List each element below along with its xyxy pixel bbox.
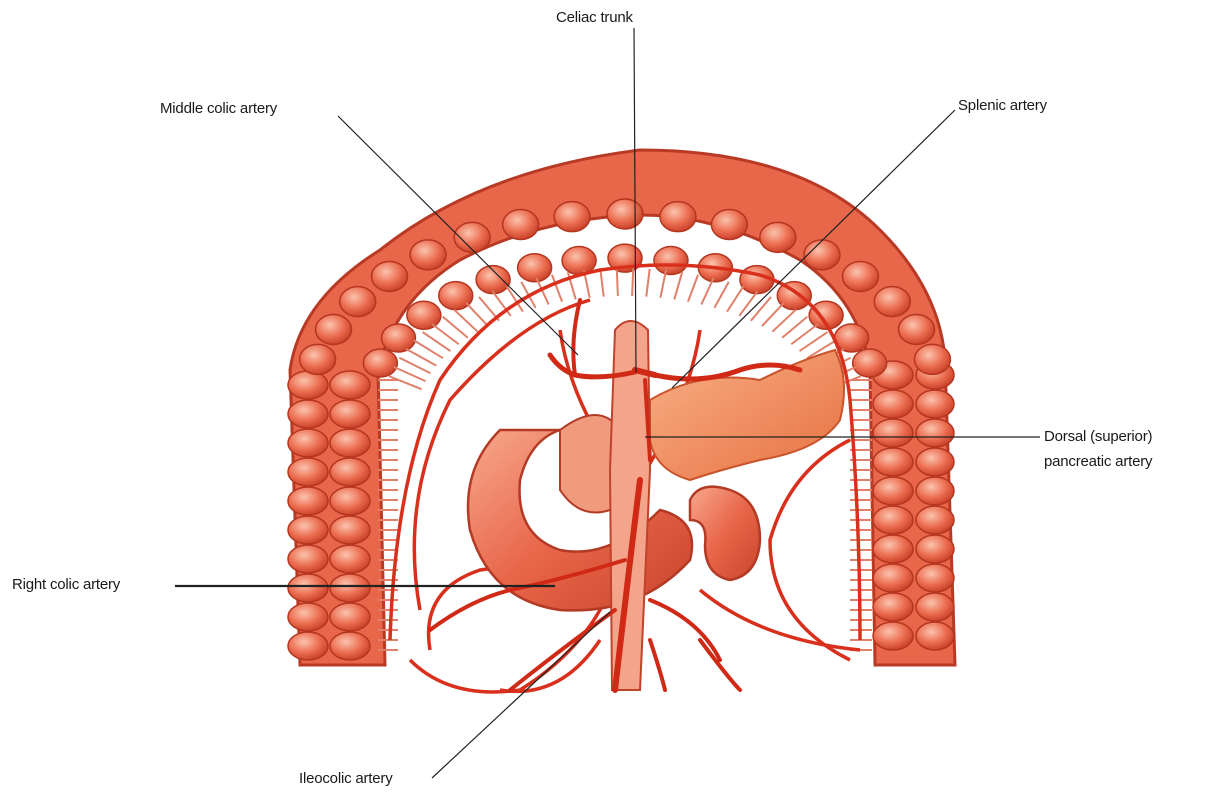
haustrum: [916, 564, 954, 592]
haustrum: [288, 545, 328, 573]
haustrum: [760, 222, 796, 252]
haustrum: [873, 593, 913, 621]
haustrum: [916, 593, 954, 621]
haustrum: [916, 535, 954, 563]
haustrum: [288, 371, 328, 399]
label-splenic-artery: Splenic artery: [958, 96, 1047, 115]
haustrum: [288, 400, 328, 428]
haustrum: [288, 487, 328, 515]
haustrum: [607, 199, 643, 229]
haustrum: [372, 261, 408, 291]
haustrum: [340, 287, 376, 317]
label-celiac-trunk: Celiac trunk: [556, 8, 633, 27]
haustrum: [873, 535, 913, 563]
haustrum: [853, 349, 887, 377]
haustrum: [381, 324, 415, 352]
haustrum: [288, 603, 328, 631]
label-middle-colic-artery: Middle colic artery: [160, 99, 277, 118]
haustrum: [873, 448, 913, 476]
haustrum: [916, 506, 954, 534]
haustrum: [873, 622, 913, 650]
haustrum: [410, 240, 446, 270]
haustrum: [300, 344, 336, 374]
haustrum: [330, 574, 370, 602]
label-dorsal-pancreatic-artery-line1: Dorsal (superior): [1044, 427, 1152, 446]
haustrum: [873, 419, 913, 447]
haustrum: [914, 344, 950, 374]
haustrum: [898, 314, 934, 344]
haustrum: [330, 545, 370, 573]
haustrum: [916, 477, 954, 505]
haustrum: [363, 349, 397, 377]
haustrum: [330, 400, 370, 428]
haustrum: [288, 516, 328, 544]
label-right-colic-artery: Right colic artery: [12, 575, 120, 594]
haustrum: [330, 371, 370, 399]
haustrum: [554, 202, 590, 232]
haustrum: [873, 564, 913, 592]
haustrum: [316, 314, 352, 344]
label-ileocolic-artery: Ileocolic artery: [299, 769, 393, 788]
haustrum: [873, 390, 913, 418]
haustrum: [288, 458, 328, 486]
haustrum: [873, 477, 913, 505]
haustrum: [916, 390, 954, 418]
haustrum: [288, 574, 328, 602]
haustrum: [503, 210, 539, 240]
haustrum: [804, 240, 840, 270]
haustrum: [407, 301, 441, 329]
haustrum: [873, 506, 913, 534]
middle-colic-artery-vessel: [573, 300, 580, 375]
haustrum: [654, 247, 688, 275]
haustrum: [330, 603, 370, 631]
haustrum: [660, 202, 696, 232]
haustrum: [330, 516, 370, 544]
haustrum: [874, 287, 910, 317]
haustrum: [330, 458, 370, 486]
label-dorsal-pancreatic-artery-line2: pancreatic artery: [1044, 452, 1152, 471]
haustrum: [916, 622, 954, 650]
haustrum: [330, 487, 370, 515]
haustrum: [711, 210, 747, 240]
haustrum: [916, 419, 954, 447]
haustrum: [330, 429, 370, 457]
haustrum: [288, 632, 328, 660]
haustrum: [916, 448, 954, 476]
haustrum: [518, 254, 552, 282]
haustrum: [288, 429, 328, 457]
haustrum: [842, 261, 878, 291]
leader-ileocolic: [432, 612, 610, 778]
haustrum: [330, 632, 370, 660]
